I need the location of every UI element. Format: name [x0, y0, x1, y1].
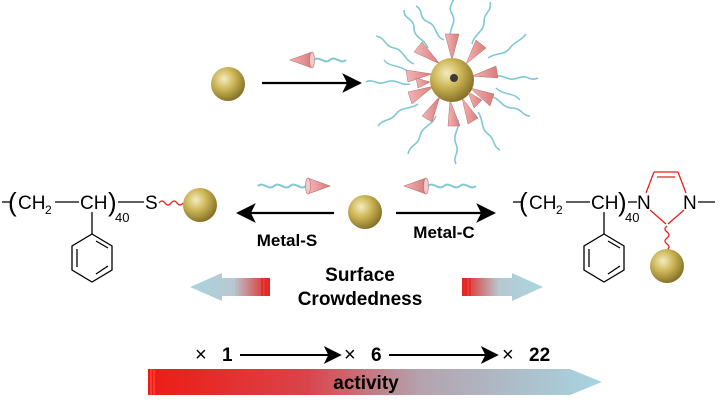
right-ch2-sub: 2 [556, 203, 563, 217]
ratio-value-3: 22 [529, 345, 550, 366]
right-phenyl-ring [583, 233, 625, 283]
imidazole-ring [645, 171, 687, 225]
right-wavy-bond [664, 225, 670, 251]
metal-s-label: Metal-S [257, 231, 317, 250]
right-n2: N [683, 193, 697, 214]
crowdedness-label: Crowdedness [298, 289, 423, 310]
right-polymer-structure: ( CH 2 CH ) 40 N N [513, 171, 715, 283]
ligand-icon-left [257, 177, 331, 195]
ligand-shell [365, 0, 539, 165]
gold-nanoparticle-center [348, 195, 382, 229]
activity-ratio-scale: × 1 × 6 × 22 [195, 344, 550, 366]
left-phenyl-ring [71, 233, 113, 283]
ligand-icon-top [289, 51, 347, 69]
surface-label: Surface [325, 265, 395, 286]
top-scheme [211, 0, 539, 165]
ligand-icon-right [403, 177, 477, 195]
gold-nanoparticle-left [183, 188, 217, 222]
right-n1: N [637, 193, 651, 214]
left-polymer-structure: ( CH 2 CH ) 40 S [2, 187, 217, 283]
times-2-symbol: × [344, 344, 356, 366]
right-subscript-40: 40 [625, 210, 639, 225]
left-ch2: CH [18, 193, 45, 214]
ratio-value-1: 1 [222, 345, 233, 366]
gold-nanoparticle-top [211, 67, 245, 101]
right-ch: CH [591, 193, 618, 214]
right-open-paren: ( [519, 187, 528, 217]
times-1-symbol: × [195, 344, 207, 366]
gold-nanoparticle-right [650, 249, 684, 283]
right-ch2: CH [529, 193, 556, 214]
core-pore-icon [450, 74, 458, 82]
left-open-paren: ( [8, 187, 17, 217]
crowdedness-arrow-right [462, 273, 543, 301]
middle-scheme: Metal-S Metal-C [236, 177, 496, 250]
activity-arrow: activity [148, 369, 602, 395]
cone-spikes [405, 33, 499, 127]
times-3-symbol: × [502, 344, 514, 366]
activity-label: activity [333, 373, 399, 394]
metal-c-label: Metal-C [413, 223, 474, 242]
surface-crowdedness-section: Surface Crowdedness [190, 265, 543, 310]
crowdedness-arrow-left [190, 273, 270, 301]
left-wavy-bond [158, 200, 184, 206]
functionalized-nanoparticle [365, 0, 539, 165]
ratio-value-2: 6 [371, 345, 382, 366]
left-ch: CH [80, 193, 107, 214]
left-close-paren: ) [108, 187, 117, 217]
right-close-paren: ) [618, 187, 627, 217]
left-sulfur: S [145, 193, 158, 214]
left-ch2-sub: 2 [45, 203, 52, 217]
left-subscript-40: 40 [115, 210, 129, 225]
